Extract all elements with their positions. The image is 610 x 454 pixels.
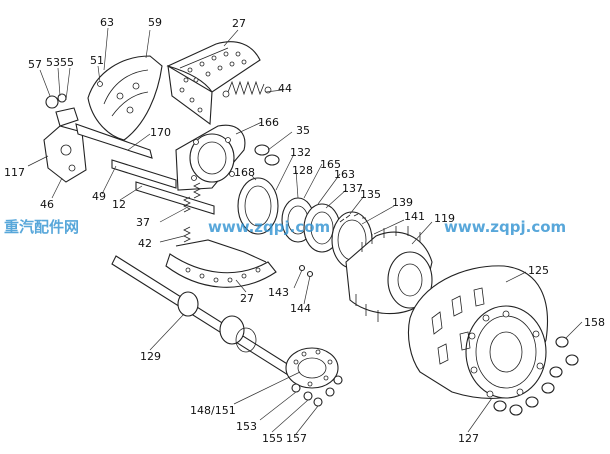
callout-165: 165 [320,158,341,171]
callout-59: 59 [148,16,162,29]
callouts: 63 59 27 57 53 55 51 44 166 35 170 117 4… [4,16,605,445]
callout-55: 55 [60,56,74,69]
leader-lines [27,27,583,435]
callout-139: 139 [392,196,413,209]
callout-163: 163 [334,168,355,181]
brake-drum [407,265,549,399]
callout-117: 117 [4,166,25,179]
callout-27-bottom: 27 [240,292,254,305]
callout-144: 144 [290,302,311,315]
watermark-text-left: 重汽配件网 [4,218,79,236]
callout-127: 127 [458,432,479,445]
callout-170: 170 [150,126,171,139]
callout-37: 37 [136,216,150,229]
cam-rollers [254,144,280,166]
callout-51: 51 [90,54,104,67]
callout-53: 53 [46,56,60,69]
bearing-rings [281,197,341,253]
watermark-text-right: www.zqpj.com [444,218,566,236]
callout-57: 57 [28,58,42,71]
callout-157: 157 [286,432,307,445]
callout-143: 143 [268,286,289,299]
callout-42: 42 [138,237,152,250]
callout-35: 35 [296,124,310,137]
callout-63: 63 [100,16,114,29]
callout-155: 155 [262,432,283,445]
backing-plate [87,55,163,141]
flange-bolts [291,375,343,407]
shaft-flange [285,347,339,389]
callout-137: 137 [342,182,363,195]
shoe-springs [183,182,201,243]
wheel-nuts [493,336,579,416]
callout-44: 44 [278,82,292,95]
callout-49: 49 [92,190,106,203]
callout-168: 168 [234,166,255,179]
callout-119: 119 [434,212,455,225]
callout-153: 153 [236,420,257,433]
callout-12: 12 [112,198,126,211]
return-spring [222,80,272,98]
callout-166: 166 [258,116,279,129]
callout-129: 129 [140,350,161,363]
callout-27-top: 27 [232,17,246,30]
wheel-hub [345,226,433,322]
axle-shaft [111,255,301,381]
callout-128: 128 [292,164,313,177]
callout-46: 46 [40,198,54,211]
watermark: 重汽配件网 www.zqpj.com www.zqpj.com [4,218,566,236]
watermark-text-middle: www.zqpj.com [208,218,330,236]
oil-seal [237,177,279,235]
callout-125: 125 [528,264,549,277]
spider-plate [175,124,246,191]
callout-148-151: 148/151 [190,404,236,417]
brake-shoe-bottom [165,239,277,288]
callout-135: 135 [360,188,381,201]
brake-shoe-top [166,41,261,126]
callout-141: 141 [404,210,425,223]
callout-158: 158 [584,316,605,329]
slack-adjuster-assembly [43,81,153,183]
callout-132: 132 [290,146,311,159]
